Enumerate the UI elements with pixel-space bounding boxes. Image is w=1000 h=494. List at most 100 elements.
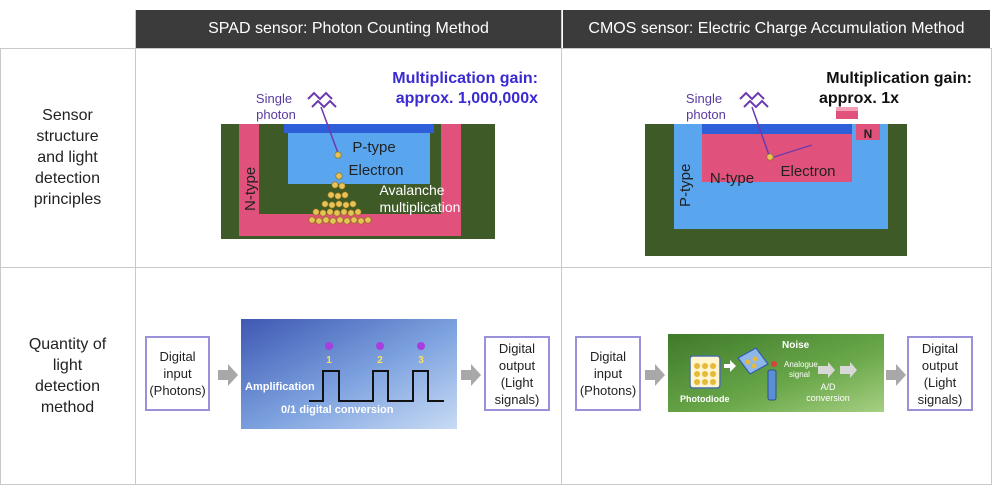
spad-photon-label: photon: [256, 107, 296, 122]
cmos-output-line: signals): [917, 391, 963, 407]
spad-counting-background: [241, 319, 457, 429]
table-border-bottom: [0, 484, 992, 485]
table-divider-2: [561, 10, 562, 485]
spad-avalanche-label: Avalanche: [379, 182, 444, 198]
cmos-gain-line2: approx. 1x: [819, 90, 899, 107]
digital-signal-arrow-icon: [840, 362, 857, 378]
row-label-structure-line: Sensor: [42, 107, 93, 124]
spad-conversion-label: 0/1 digital conversion: [281, 404, 394, 416]
row-label-quantity: Quantity of light detection method: [0, 268, 135, 484]
spad-photon-dot-2: [376, 342, 384, 350]
spad-photon-wave-icon-2: [311, 99, 337, 109]
spad-multiplication-label: multiplication: [380, 199, 461, 215]
table-border-right: [991, 48, 992, 485]
cmos-conversion-label: conversion: [806, 393, 850, 403]
amplifier-icon: [767, 369, 777, 401]
spad-input-box: Digital input (Photons): [145, 336, 210, 411]
row-label-structure: Sensor structure and light detection pri…: [0, 48, 135, 267]
cmos-top-contact: [702, 124, 852, 134]
cmos-gate-top: [836, 107, 858, 111]
cmos-single-label: Single: [686, 91, 722, 106]
spad-electron-label: Electron: [348, 162, 403, 179]
bucket-charge-dots: [745, 356, 758, 369]
spad-output-line: (Light: [500, 374, 534, 390]
cmos-input-line: (Photons): [579, 383, 637, 398]
cmos-noise-label: Noise: [782, 340, 810, 351]
spad-count-1: 1: [326, 355, 332, 366]
cmos-output-line: (Light: [923, 374, 957, 390]
cmos-input-text: Digital input (Photons): [580, 348, 636, 399]
spad-top-contact: [284, 124, 434, 133]
spad-input-text: Digital input (Photons): [149, 348, 205, 399]
spad-p-type-label: P-type: [352, 139, 395, 156]
spad-arrow-out-icon: [461, 364, 481, 386]
cmos-photon-wave-icon: [739, 91, 765, 101]
cmos-signal-label: signal: [789, 370, 810, 379]
cmos-ad-label: A/D: [820, 382, 836, 392]
spad-output-line: signals): [494, 391, 540, 407]
cmos-accumulation-panel: Noise Photodiode Analogue signal A/D con…: [668, 334, 884, 412]
cmos-electron-dot: [766, 153, 774, 161]
spad-photon-dot-3: [417, 342, 425, 350]
row-label-structure-line: principles: [33, 191, 102, 208]
spad-photon-dot-1: [325, 342, 333, 350]
spad-amplification-label: Amplification: [245, 381, 315, 393]
spad-structure-diagram: Multiplication gain: approx. 1,000,000x …: [221, 70, 538, 239]
cmos-output-box: Digital output (Light signals): [907, 336, 973, 411]
cmos-input-line: Digital: [589, 349, 627, 364]
spad-arrow-in-icon: [218, 364, 238, 386]
spad-n-type-label: N-type: [242, 167, 259, 211]
spad-counting-panel: 1 2 3 Amplification 0/1 digital conversi…: [241, 319, 457, 429]
row-label-quantity-line: Quantity of: [28, 336, 107, 353]
table-divider-1: [135, 10, 136, 485]
spad-count-3: 3: [418, 355, 424, 366]
row-label-quantity-line: method: [40, 399, 95, 416]
spad-p-type-region: [288, 124, 430, 184]
cmos-transfer-arrow-icon: [724, 360, 736, 372]
spad-single-label: Single: [256, 91, 292, 106]
noise-dot-icon: [771, 361, 777, 367]
spad-gain-line2: approx. 1,000,000x: [396, 90, 538, 107]
cmos-output-line: output: [921, 357, 959, 373]
cmos-photon-wave-icon-2: [743, 99, 769, 109]
cmos-structure-diagram: Multiplication gain: approx. 1x Single p…: [645, 70, 972, 256]
spad-input-line: (Photons): [149, 383, 206, 398]
cmos-photon-label: photon: [686, 107, 726, 122]
spad-n-type-region: [239, 124, 461, 236]
spad-output-box: Digital output (Light signals): [484, 336, 550, 411]
spad-input-line: input: [163, 366, 192, 381]
cmos-electron-arrow: [773, 144, 813, 158]
cmos-n-small-label: N: [864, 127, 873, 141]
spad-output-line: Digital: [498, 340, 536, 356]
header-cmos-label: CMOS sensor: Electric Charge Accumulatio…: [588, 20, 965, 37]
spad-photon-path: [320, 106, 339, 154]
cmos-electron-label: Electron: [780, 163, 835, 180]
header-spad-label: SPAD sensor: Photon Counting Method: [208, 20, 489, 37]
table-border-top: [0, 48, 992, 49]
spad-photon-wave-icon: [307, 91, 333, 101]
row-label-structure-line: structure: [36, 128, 99, 145]
header-spad: SPAD sensor: Photon Counting Method: [136, 10, 561, 48]
cmos-output-line: Digital: [921, 340, 959, 356]
table-border-middle: [0, 267, 992, 268]
cmos-n-type-label: N-type: [710, 170, 754, 187]
cmos-photodiode-label: Photodiode: [680, 394, 730, 404]
spad-input-line: Digital: [159, 349, 196, 364]
photodiode-charge-dots: [694, 363, 716, 385]
spad-electron-avalanche: [308, 151, 372, 225]
cmos-input-line: input: [593, 366, 623, 381]
cmos-p-type-label: P-type: [677, 164, 694, 207]
cmos-input-box: Digital input (Photons): [575, 336, 641, 411]
spad-count-2: 2: [377, 355, 383, 366]
header-cmos: CMOS sensor: Electric Charge Accumulatio…: [563, 10, 990, 48]
cmos-arrow-in-icon: [645, 364, 665, 386]
row-label-structure-line: detection: [35, 170, 100, 187]
spad-output-line: output: [498, 357, 536, 373]
cmos-gate: [836, 111, 858, 119]
spad-output-text: Digital output (Light signals): [495, 340, 540, 408]
cmos-photon-path: [751, 106, 770, 156]
cmos-gain-line1: Multiplication gain:: [826, 70, 972, 87]
spad-pulse-signal: [309, 370, 444, 402]
analogue-signal-arrow-icon: [818, 362, 835, 378]
cmos-n-small-region: [856, 124, 880, 140]
